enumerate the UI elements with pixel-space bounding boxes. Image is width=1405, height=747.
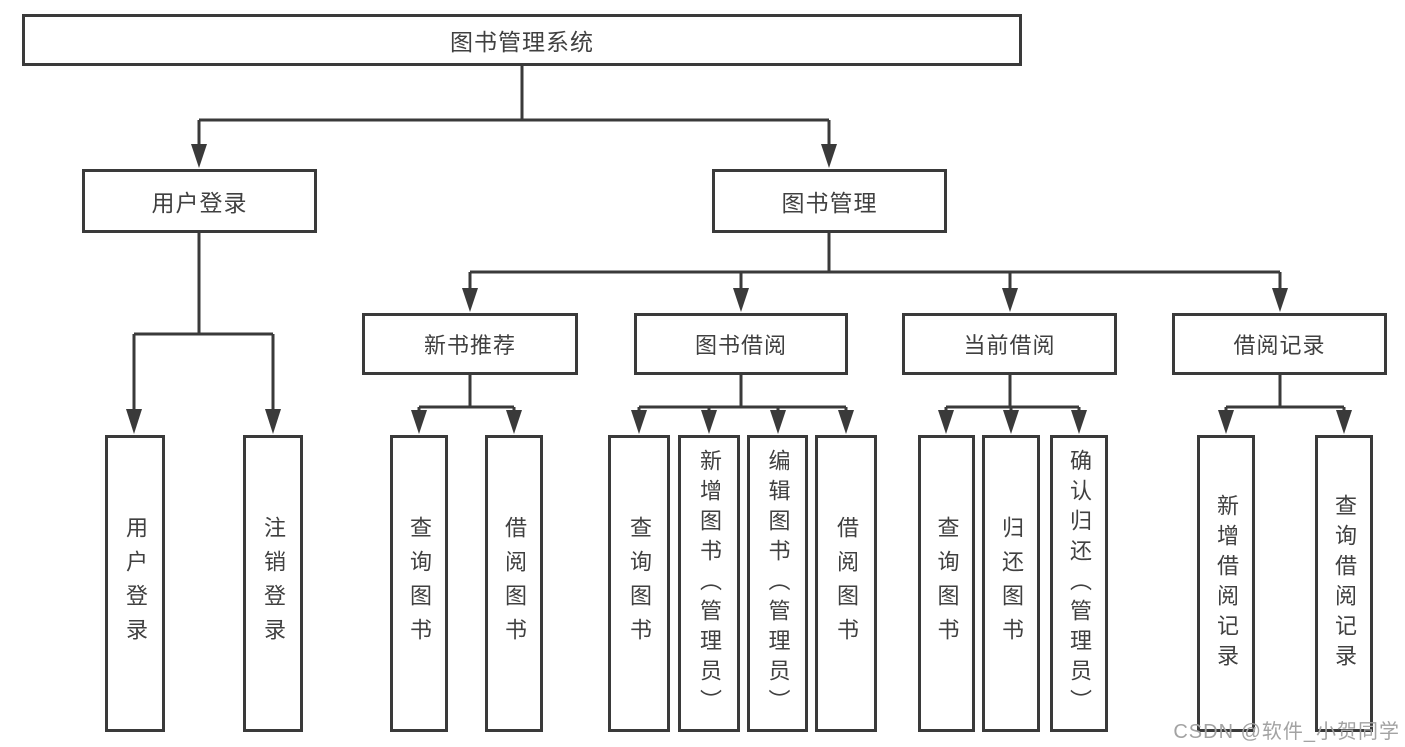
node-book-management: 图书管理 bbox=[712, 169, 947, 233]
node-label: 用户登录 bbox=[123, 515, 148, 652]
node-label: 查询图书 bbox=[407, 515, 432, 652]
node-current-borrow: 当前借阅 bbox=[902, 313, 1117, 375]
leaf-borrow-books-recommend: 借阅图书 bbox=[485, 435, 543, 732]
leaf-edit-book-admin: 编辑图书（管理员） bbox=[747, 435, 808, 732]
node-book-borrow: 图书借阅 bbox=[634, 313, 848, 375]
node-user-login: 用户登录 bbox=[82, 169, 317, 233]
node-label: 图书管理 bbox=[781, 190, 878, 216]
node-root: 图书管理系统 bbox=[22, 14, 1022, 66]
connector-root bbox=[191, 66, 837, 168]
connector-book-management bbox=[462, 233, 1288, 312]
node-label: 当前借阅 bbox=[963, 333, 1056, 358]
node-label: 借阅记录 bbox=[1233, 333, 1326, 358]
node-label: 查询图书 bbox=[934, 515, 960, 652]
csdn-watermark: CSDN @软件_小贺同学 bbox=[1173, 721, 1400, 743]
node-label: 图书借阅 bbox=[694, 333, 787, 358]
leaf-add-book-admin: 新增图书（管理员） bbox=[678, 435, 740, 732]
leaf-query-books-recommend: 查询图书 bbox=[390, 435, 448, 732]
node-label: 确认归还（管理员） bbox=[1067, 448, 1092, 719]
node-new-book-recommend: 新书推荐 bbox=[362, 313, 578, 375]
node-label: 新增借阅记录 bbox=[1214, 493, 1239, 674]
node-label: 查询图书 bbox=[627, 515, 652, 652]
node-label: 归还图书 bbox=[999, 515, 1024, 652]
leaf-query-books-current: 查询图书 bbox=[918, 435, 975, 732]
node-label: 图书管理系统 bbox=[450, 29, 594, 55]
node-label: 新书推荐 bbox=[423, 333, 516, 358]
leaf-user-login: 用户登录 bbox=[105, 435, 165, 732]
leaf-borrow-books: 借阅图书 bbox=[815, 435, 877, 732]
node-label: 查询借阅记录 bbox=[1332, 493, 1357, 674]
connector-user-login bbox=[126, 233, 281, 434]
node-label: 新增图书（管理员） bbox=[697, 448, 722, 719]
leaf-query-borrow-record: 查询借阅记录 bbox=[1315, 435, 1373, 732]
node-label: 借阅图书 bbox=[834, 515, 859, 652]
node-label: 用户登录 bbox=[151, 190, 248, 216]
leaf-logout: 注销登录 bbox=[243, 435, 303, 732]
leaf-query-books-borrow: 查询图书 bbox=[608, 435, 670, 732]
connector-new-book-recommend bbox=[411, 375, 522, 434]
leaf-return-book: 归还图书 bbox=[982, 435, 1040, 732]
node-label: 编辑图书（管理员） bbox=[765, 448, 791, 719]
connector-book-borrow bbox=[631, 375, 854, 434]
node-label: 借阅图书 bbox=[502, 515, 527, 652]
leaf-confirm-return-admin: 确认归还（管理员） bbox=[1050, 435, 1108, 732]
connector-borrow-records bbox=[1218, 375, 1352, 434]
node-label: 注销登录 bbox=[261, 515, 286, 652]
leaf-add-borrow-record: 新增借阅记录 bbox=[1197, 435, 1255, 732]
connector-current-borrow bbox=[938, 375, 1087, 434]
node-borrow-records: 借阅记录 bbox=[1172, 313, 1387, 375]
